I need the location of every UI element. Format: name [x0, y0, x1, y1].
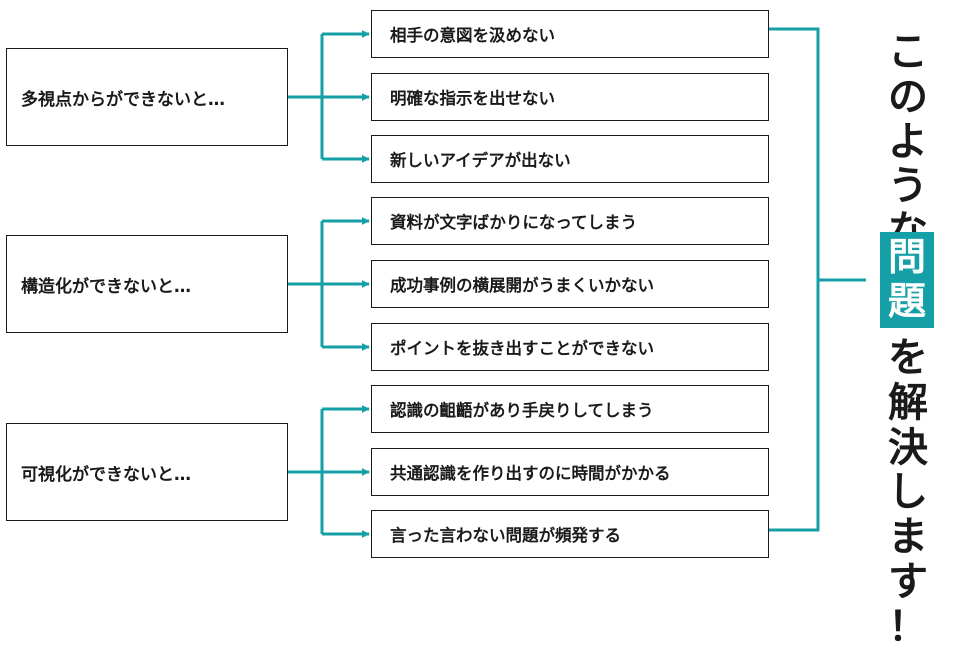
problem-box: 明確な指示を出せない: [371, 73, 769, 121]
vertical-char: 決: [888, 424, 928, 471]
vertical-char: こ: [888, 29, 928, 75]
vertical-char: う: [888, 163, 928, 210]
problem-box: 相手の意図を汲めない: [371, 10, 769, 58]
vertical-char: を: [888, 335, 928, 381]
problem-box: 新しいアイデアが出ない: [371, 135, 769, 183]
cause-box-structuring: 構造化ができないと…: [6, 235, 288, 333]
problem-box: 資料が文字ばかりになってしまう: [371, 197, 769, 245]
vertical-char: ！: [888, 603, 928, 650]
cause-box-visualization: 可視化ができないと…: [6, 423, 288, 521]
vertical-char: 題: [887, 279, 926, 323]
vertical-char: 問: [887, 235, 926, 280]
vertical-char: ま: [888, 514, 928, 561]
vertical-char: す: [888, 558, 928, 605]
problem-box: 認識の齟齬があり手戻りしてしまう: [371, 385, 769, 433]
connector-lines: [288, 27, 866, 538]
vertical-char: し: [888, 469, 928, 516]
problem-box: ポイントを抜き出すことができない: [371, 323, 769, 371]
vertical-char: よ: [888, 118, 928, 165]
conclusion-bracket: [769, 27, 820, 532]
conclusion-suffix: を解決します！: [878, 336, 938, 650]
vertical-char: 解: [888, 379, 928, 426]
cause-box-multi-perspective: 多視点からができないと…: [6, 48, 288, 146]
problem-box: 言った言わない問題が頻発する: [371, 510, 769, 558]
conclusion-prefix: このような: [878, 30, 938, 254]
vertical-char: の: [888, 73, 928, 120]
problem-box: 共通認識を作り出すのに時間がかかる: [371, 448, 769, 496]
conclusion-highlight: 問題: [880, 232, 934, 328]
problem-box: 成功事例の横展開がうまくいかない: [371, 260, 769, 308]
